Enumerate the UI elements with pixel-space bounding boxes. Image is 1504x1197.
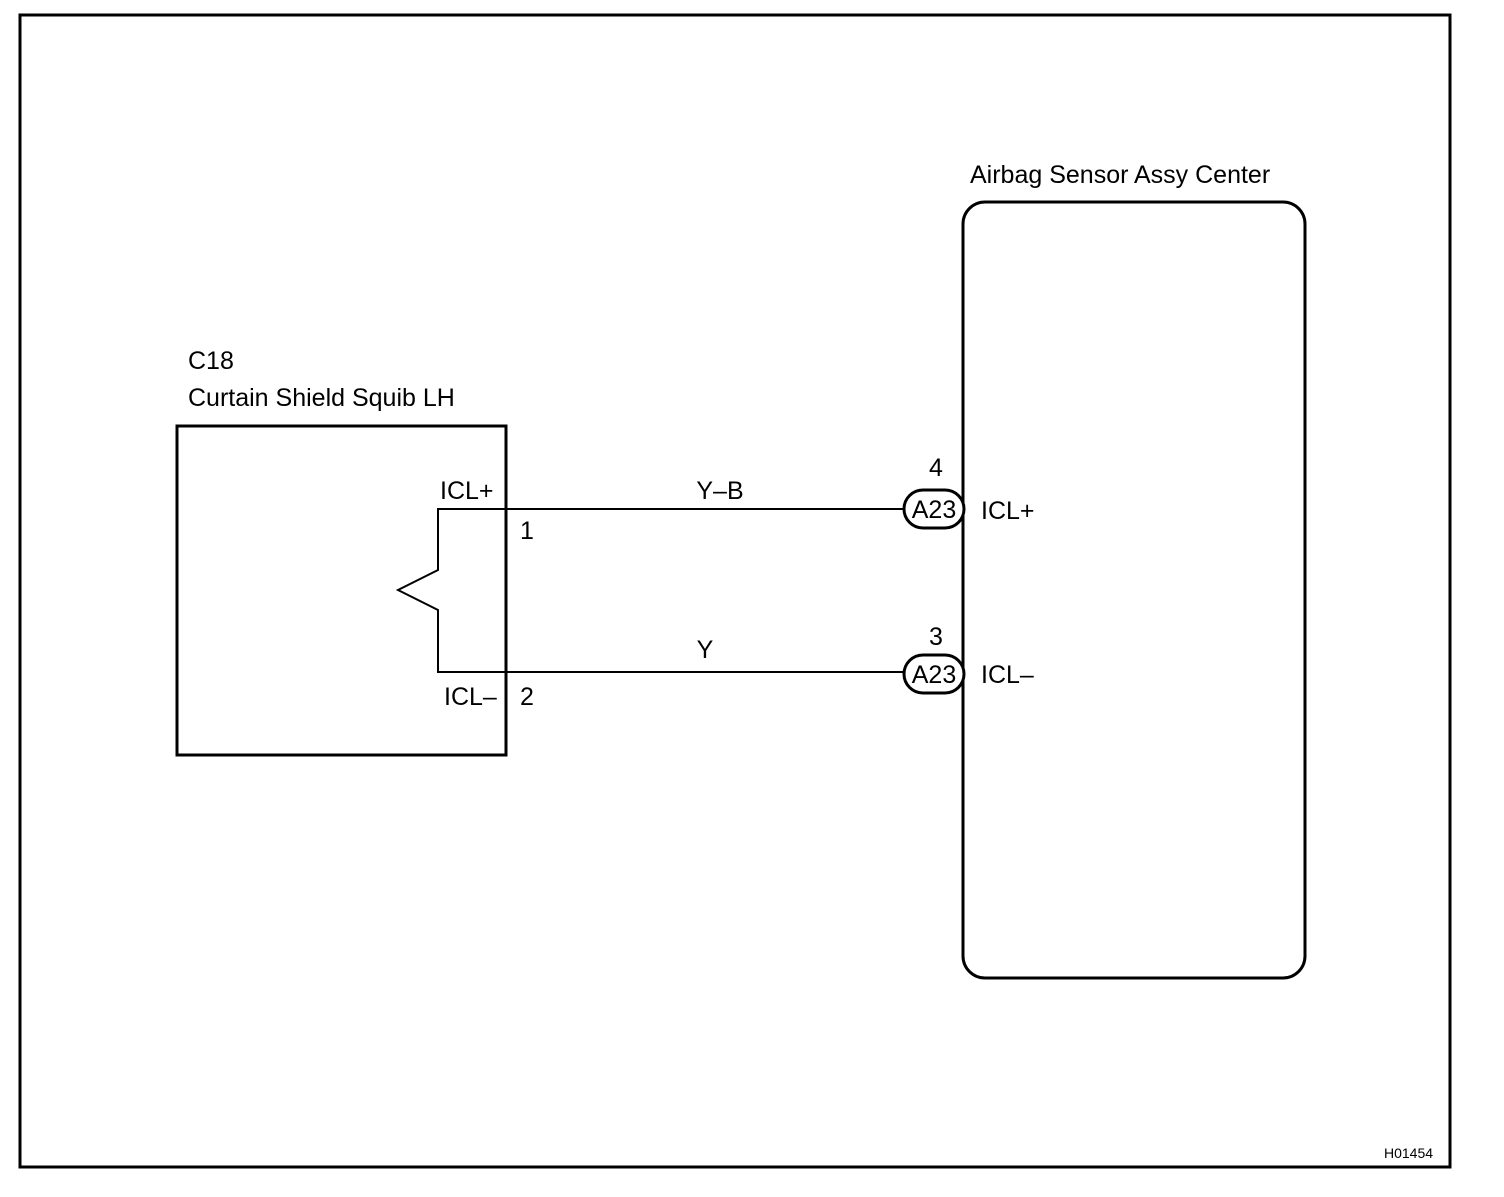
wire-neg-color: Y [697,636,714,664]
connector-neg-label: A23 [912,661,956,689]
squib-element [395,508,506,673]
squib-terminal-neg: ICL– [444,683,497,711]
squib-pin-pos: 1 [520,517,534,545]
squib-pin-neg: 2 [520,683,534,711]
connector-neg-oval [902,653,966,695]
squib-name: Curtain Shield Squib LH [188,384,455,412]
sensor-pin-pos: 4 [929,454,943,482]
sensor-pin-neg: 3 [929,623,943,651]
sensor-box [961,200,1307,980]
squib-box [175,424,508,757]
connector-pos-label: A23 [912,496,956,524]
connector-pos-oval [902,488,966,530]
squib-code: C18 [188,347,234,375]
diagram-frame [18,13,1452,1169]
wire-pos-color: Y–B [696,477,743,505]
figure-code: H01454 [1384,1145,1433,1161]
sensor-terminal-pos: ICL+ [981,497,1035,525]
sensor-terminal-neg: ICL– [981,661,1034,689]
sensor-name: Airbag Sensor Assy Center [970,161,1270,189]
squib-terminal-pos: ICL+ [440,477,494,505]
